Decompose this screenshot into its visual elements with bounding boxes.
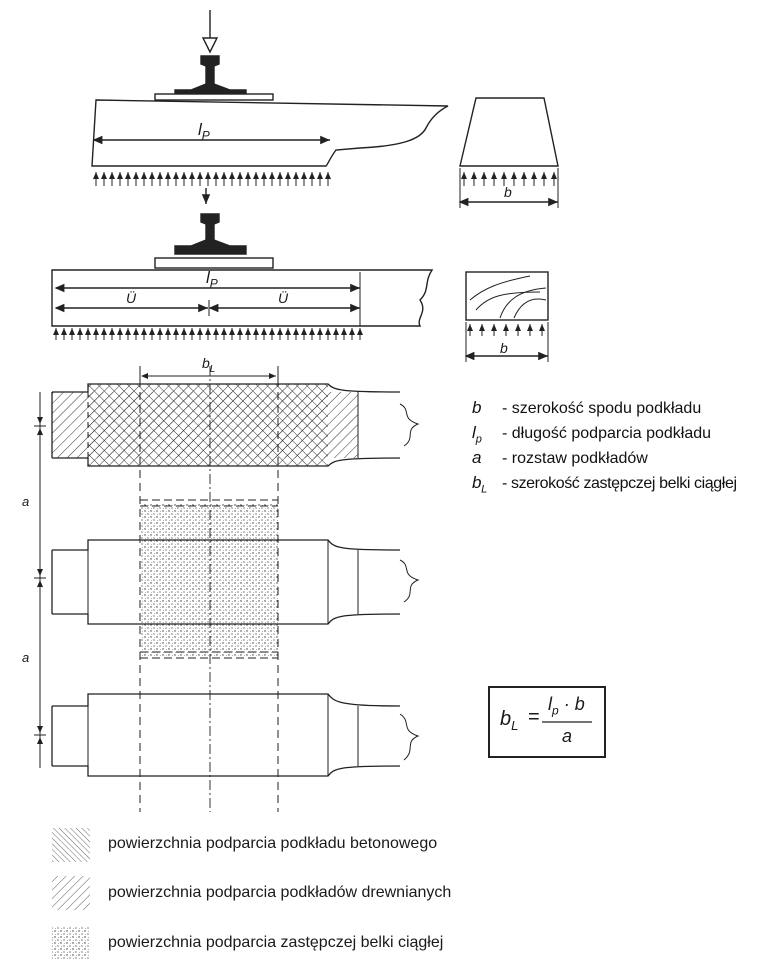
rail-icon [174,213,247,255]
legend-label-concrete: powierzchnia podparcia podkładu betonowe… [108,835,438,852]
lp-label-top: lP [198,120,210,143]
lp-label-mid: lP [206,268,218,291]
plan-view [34,366,420,812]
concrete-sleeper-side-view [91,10,449,204]
formula-lhs: bL [500,708,519,733]
bl-label: bL [202,355,216,375]
legend-label-timber: powierzchnia podparcia podkładów drewnia… [108,884,452,901]
continuous-beam-area [140,504,278,656]
formula-denominator: a [562,726,573,746]
timber-sleeper-cross-section [464,271,549,362]
b-label-mid: b [500,340,508,356]
timber-sleeper-side-view [51,213,434,340]
legend-swatch-concrete [52,828,90,862]
symbol-row-bl: bL- szerokość zastępczej belki ciągłej [472,473,737,496]
symbol-row-a: a- rozstaw podkładów [472,448,648,467]
formula-box: bL = lp · b a [488,686,606,758]
concrete-sleeper-cross-section [458,97,559,208]
a-label-1: a [22,494,30,509]
legend-swatch-beam [52,926,90,960]
b-label-top: b [504,184,512,200]
formula-numerator: lp · b [548,694,585,718]
legend-swatch-timber [52,876,90,910]
legend-label-beam: powierzchnia podparcia zastępczej belki … [108,934,444,951]
formula-eq: = [528,706,540,728]
symbol-row-b: b- szerokość spodu podkładu [472,398,702,417]
u-label-left: Ü [126,290,137,306]
a-label-2: a [22,650,30,665]
u-label-right: Ü [278,290,289,306]
rail-icon [174,55,247,97]
symbol-row-lp: lp- długość podparcia podkładu [472,423,712,446]
